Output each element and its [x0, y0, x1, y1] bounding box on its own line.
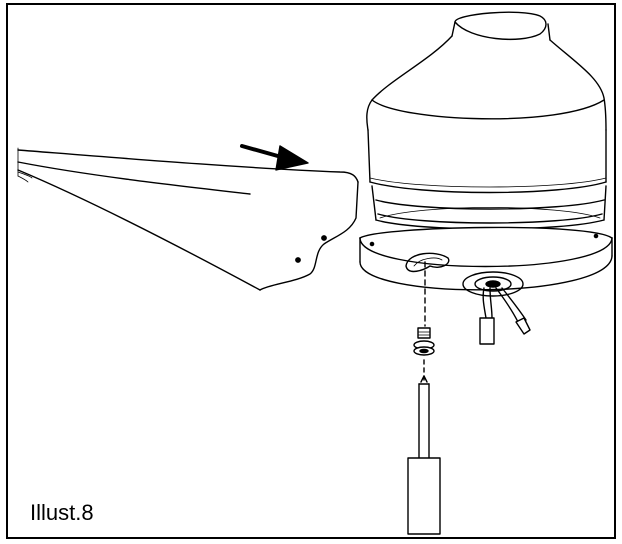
wire-leads [479, 287, 531, 345]
screwdriver-icon [407, 375, 441, 535]
screw-icon [413, 327, 435, 356]
figure-caption: Illust.8 [30, 500, 94, 525]
illustration-frame [6, 3, 616, 539]
fan-blade [17, 147, 359, 291]
rim-hole [593, 233, 599, 239]
rim-hole [369, 241, 375, 247]
blade-flange [359, 226, 613, 297]
blade-hole [295, 257, 301, 263]
arrow-right-icon [240, 144, 309, 171]
blade-hole [321, 235, 327, 241]
motor-housing [366, 11, 607, 230]
wire-connector [479, 317, 495, 345]
